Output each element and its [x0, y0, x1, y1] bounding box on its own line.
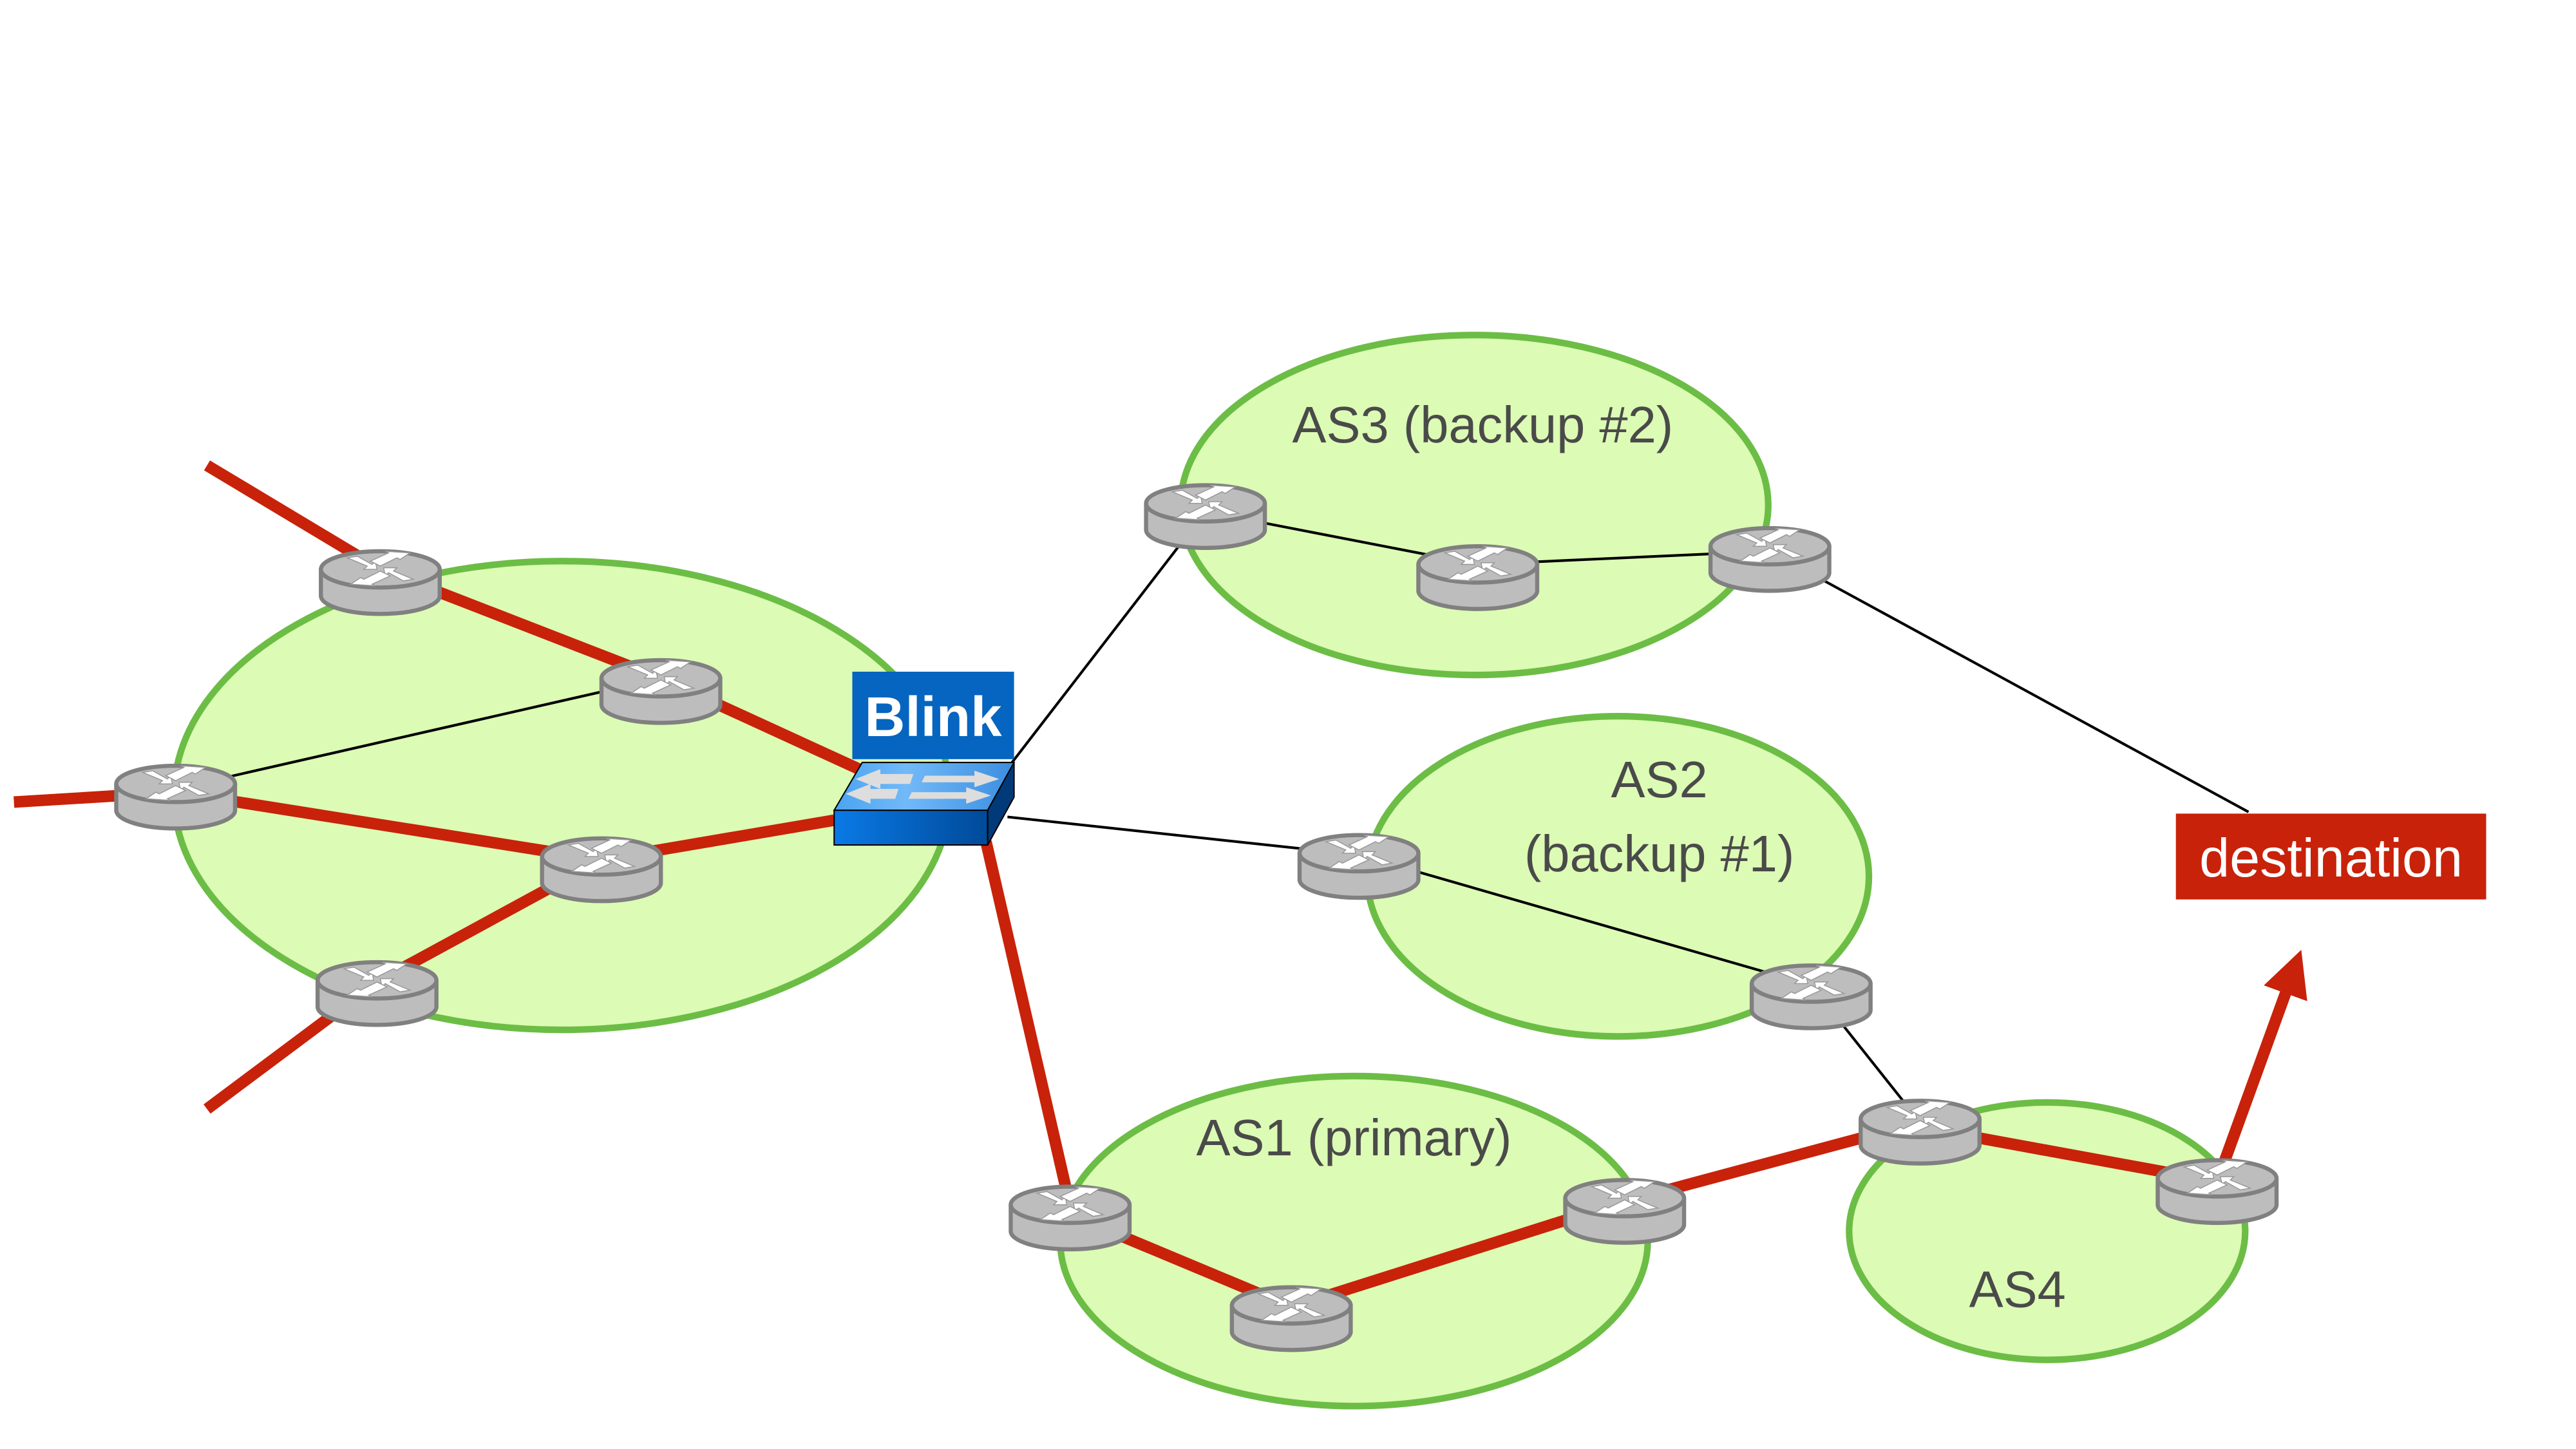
backup-link: [175, 677, 661, 790]
source-region: [171, 558, 953, 1034]
router-icon: [1752, 965, 1871, 1028]
router-icon: [1418, 546, 1537, 609]
router-icon: [1010, 1187, 1130, 1249]
backup-link: [1358, 853, 1812, 987]
as4-label: AS4: [1969, 1261, 2066, 1318]
as3-label: AS3 (backup #2): [1293, 396, 1674, 453]
switch-label: Blink: [865, 686, 1003, 748]
backup-link: [1009, 511, 1207, 765]
as2-label: AS2: [1611, 751, 1708, 808]
router-icon: [1710, 528, 1830, 591]
router-icon: [1232, 1287, 1351, 1350]
router-icon: [317, 962, 437, 1025]
primary-path-link: [175, 786, 603, 866]
switch-icon: Blink: [833, 671, 1016, 846]
backup-link: [1769, 550, 2249, 813]
as2-sublabel: (backup #1): [1524, 825, 1795, 882]
destination-label: destination: [2199, 827, 2463, 888]
as1-label: AS1 (primary): [1197, 1109, 1512, 1166]
router-icon: [2158, 1160, 2277, 1223]
destination-node: destination: [2175, 813, 2486, 900]
router-icon: [117, 766, 236, 828]
router-icon: [1146, 485, 1265, 547]
router-icon: [542, 838, 661, 901]
router-icon: [1861, 1101, 1980, 1163]
router-icon: [321, 551, 440, 614]
router-icon: [601, 660, 721, 723]
switch-label-box: [852, 671, 1014, 759]
primary-path-link: [980, 840, 1076, 1208]
destination-arrow-icon: [2211, 949, 2307, 1184]
router-icon: [1566, 1180, 1685, 1242]
as3-region: [1177, 332, 1772, 679]
router-icon: [1300, 835, 1419, 898]
